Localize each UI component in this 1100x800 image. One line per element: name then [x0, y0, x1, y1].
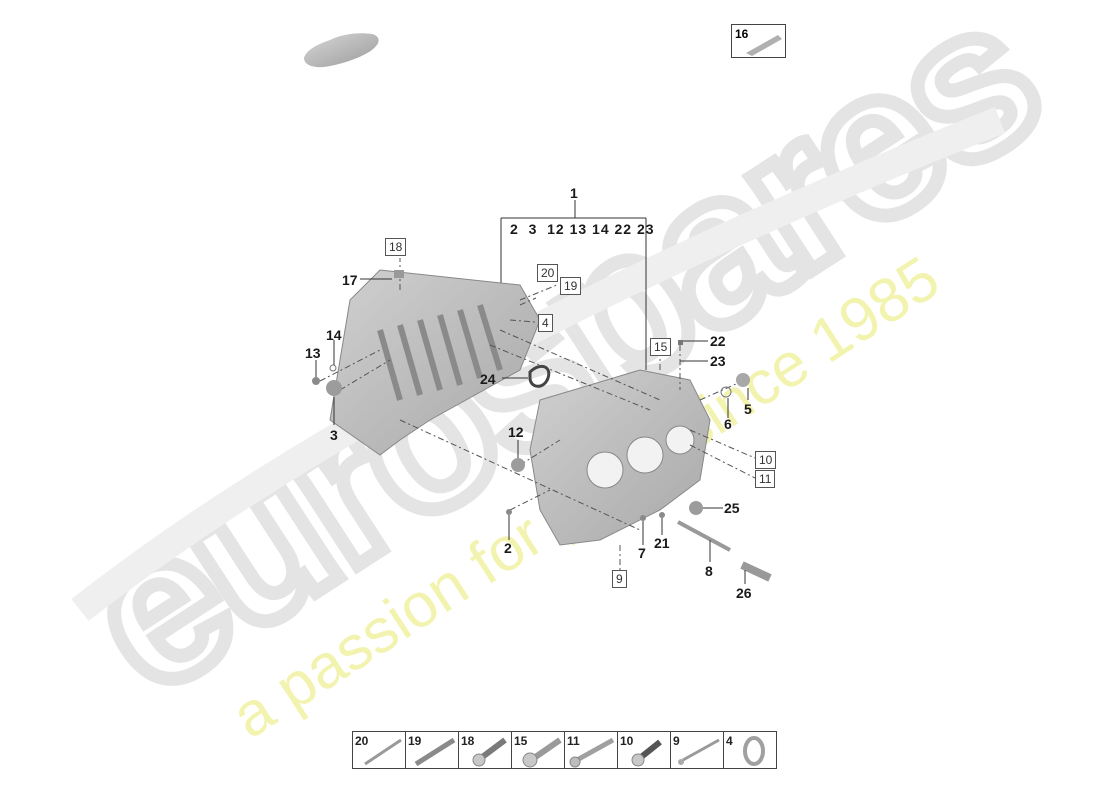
callout-3[interactable]: 3 — [330, 427, 338, 443]
callout-13[interactable]: 13 — [305, 345, 321, 361]
car-silhouette-icon — [304, 33, 379, 68]
callout-16: 16 — [735, 27, 749, 41]
legend-number: 9 — [673, 734, 680, 748]
sealant-tube-icon — [746, 35, 782, 56]
callout-15[interactable]: 15 — [650, 338, 672, 356]
legend-item-19[interactable]: 19 — [406, 732, 459, 768]
legend-item-11[interactable]: 11 — [565, 732, 618, 768]
leader-lines — [315, 278, 749, 584]
stud-icon — [364, 738, 402, 766]
crankcase-right-half[interactable] — [529, 369, 711, 546]
part-22 — [678, 340, 683, 345]
legend-number: 11 — [567, 734, 580, 748]
legend-item-18[interactable]: 18 — [459, 732, 512, 768]
callout-19[interactable]: 19 — [560, 277, 582, 295]
part-25-plug — [689, 501, 703, 515]
callout-25[interactable]: 25 — [724, 500, 740, 516]
callout-5[interactable]: 5 — [744, 401, 752, 417]
part-21 — [659, 512, 665, 518]
legend-number: 4 — [726, 734, 733, 748]
sealant-thumbnail[interactable]: 16 — [731, 24, 786, 58]
callout-2[interactable]: 2 — [504, 540, 512, 556]
callout-18[interactable]: 18 — [385, 238, 407, 256]
callout-22[interactable]: 22 — [710, 333, 726, 349]
legend-item-20[interactable]: 20 — [353, 732, 406, 768]
part-6-oring — [720, 386, 732, 398]
small-parts — [312, 270, 772, 582]
part-12-plug — [511, 458, 525, 472]
fastener-legend-strip: 20 19 18 15 11 10 9 4 — [352, 731, 777, 769]
cylinder-bores — [586, 425, 695, 489]
legend-number: 10 — [620, 734, 634, 748]
callout-24[interactable]: 24 — [480, 371, 496, 387]
part-2 — [506, 509, 512, 515]
part-5-plug — [736, 373, 750, 387]
callout-21[interactable]: 21 — [654, 535, 670, 551]
legend-item-10[interactable]: 10 — [618, 732, 671, 768]
callout-10[interactable]: 10 — [755, 451, 777, 469]
o-ring-icon — [743, 736, 765, 766]
part-3-seal — [326, 380, 342, 396]
flange-bolt-dark-icon — [631, 739, 662, 767]
flange-bolt-long-icon — [522, 737, 562, 768]
part-8-tube — [677, 520, 731, 552]
crankcase-left-half[interactable] — [329, 269, 541, 456]
flange-bolt-icon — [472, 737, 507, 767]
callout-4[interactable]: 4 — [538, 314, 553, 332]
part-17-sensor — [394, 270, 404, 278]
legend-item-15[interactable]: 15 — [512, 732, 565, 768]
assembly-includes-list: 2 3 12 13 14 22 23 — [510, 221, 655, 237]
assembly-lines — [319, 258, 756, 570]
legend-number: 20 — [355, 734, 369, 748]
callout-12[interactable]: 12 — [508, 424, 524, 440]
long-bolt-icon — [569, 737, 615, 768]
callout-23[interactable]: 23 — [710, 353, 726, 369]
crankcase-ribs — [377, 304, 503, 401]
legend-number: 19 — [408, 734, 422, 748]
part-26-sleeve — [740, 561, 772, 582]
callout-11[interactable]: 11 — [755, 470, 776, 488]
callout-1[interactable]: 1 — [570, 185, 578, 201]
legend-item-9[interactable]: 9 — [671, 732, 724, 768]
callout-17[interactable]: 17 — [342, 272, 358, 288]
long-thin-bolt-icon — [678, 738, 720, 765]
legend-number: 18 — [461, 734, 475, 748]
callout-26[interactable]: 26 — [736, 585, 752, 601]
callout-20[interactable]: 20 — [537, 264, 559, 282]
callout-14[interactable]: 14 — [326, 327, 342, 343]
part-14-oring — [329, 364, 337, 372]
legend-item-4[interactable]: 4 — [724, 732, 776, 768]
threaded-stud-icon — [414, 737, 456, 767]
part-7 — [640, 515, 646, 521]
callout-7[interactable]: 7 — [638, 545, 646, 561]
part-24-gasket — [528, 364, 551, 388]
callout-8[interactable]: 8 — [705, 563, 713, 579]
callout-6[interactable]: 6 — [724, 416, 732, 432]
callout-9[interactable]: 9 — [612, 570, 627, 588]
legend-number: 15 — [514, 734, 528, 748]
part-13-plug — [312, 377, 320, 385]
